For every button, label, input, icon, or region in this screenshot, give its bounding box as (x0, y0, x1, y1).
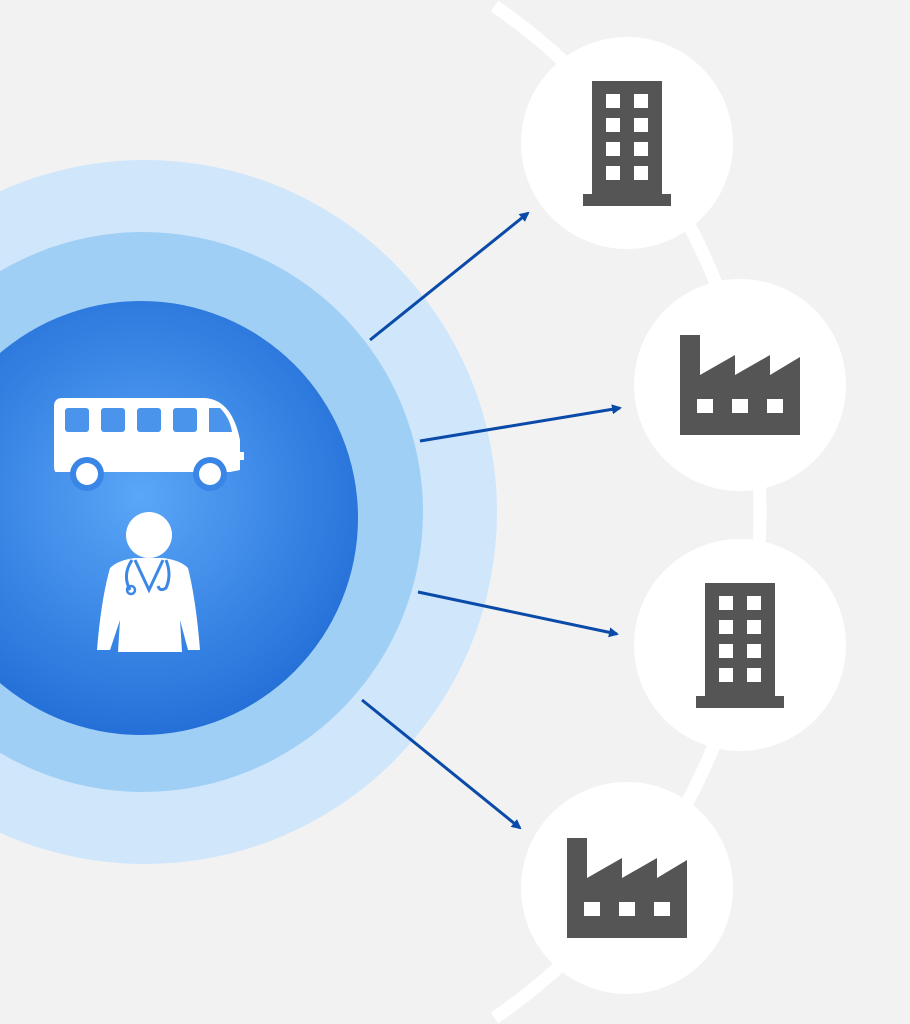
node-4 (521, 782, 733, 994)
arrow-3 (417, 590, 619, 638)
arrow-2 (419, 404, 622, 443)
arrow-1 (369, 211, 530, 342)
node-3 (634, 539, 846, 751)
doctor-icon (97, 512, 200, 652)
arrows (361, 211, 622, 830)
bus-icon (54, 398, 244, 491)
arrow-4 (361, 698, 522, 830)
office-building-icon (696, 583, 784, 708)
office-building-icon (583, 81, 671, 206)
node-1 (521, 37, 733, 249)
node-2 (634, 279, 846, 491)
